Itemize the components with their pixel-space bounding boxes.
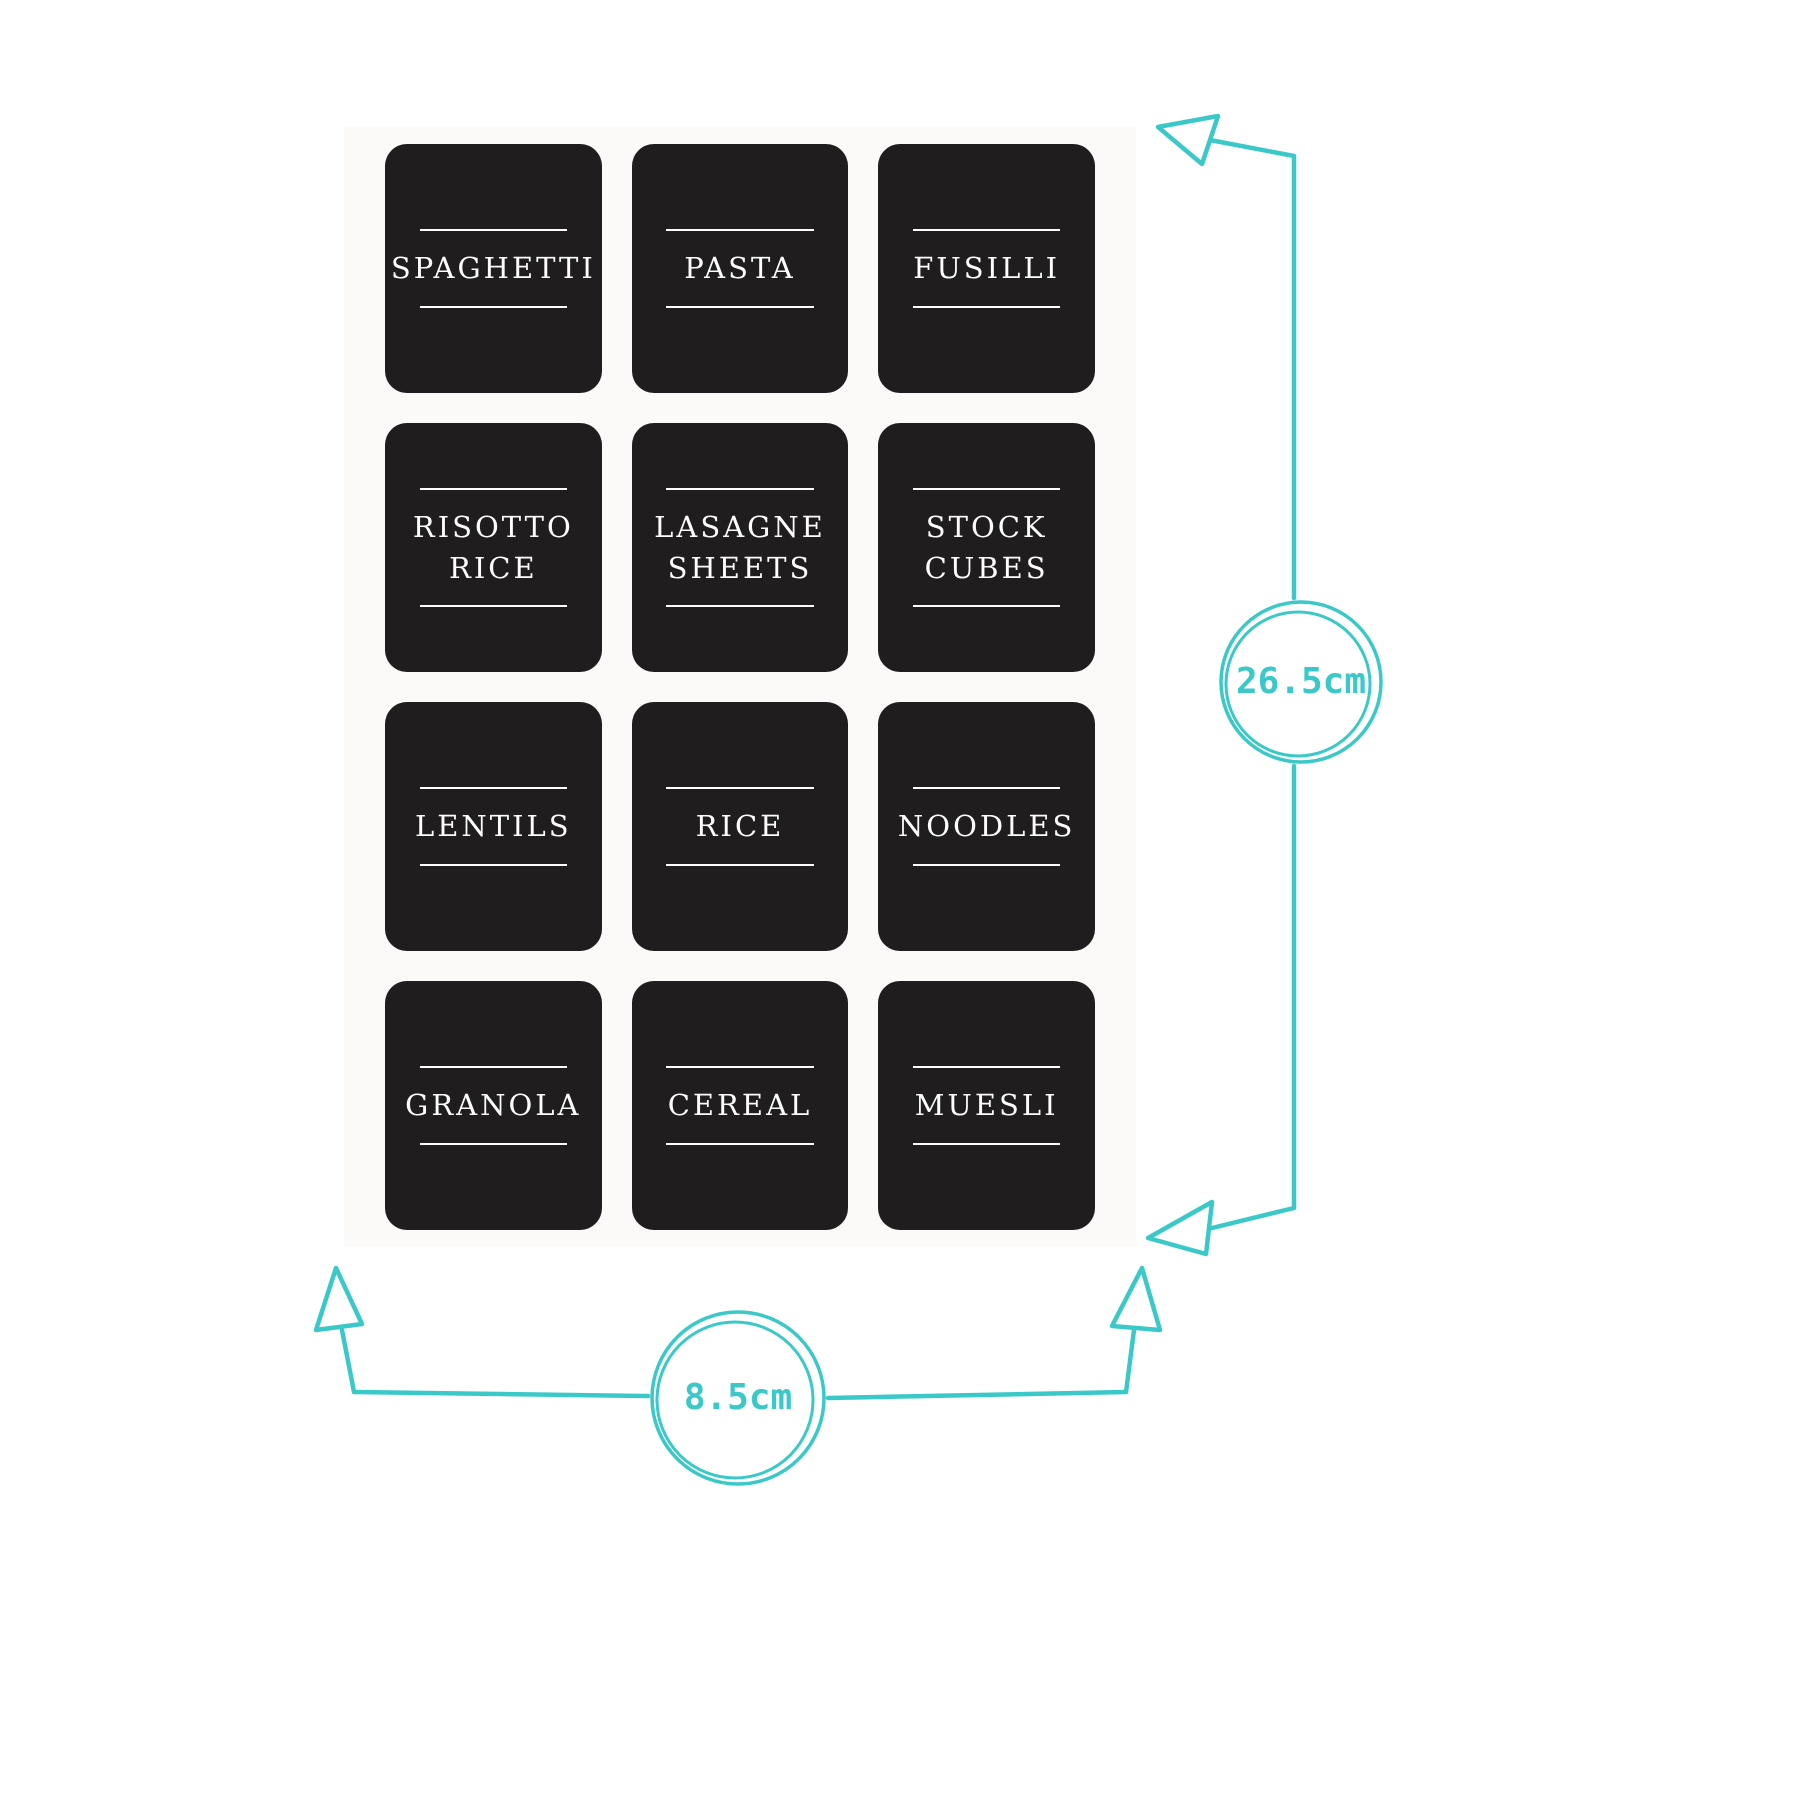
label-text: NOODLES xyxy=(897,809,1076,844)
height-dimension-value: 26.5cm xyxy=(1235,661,1367,702)
label-text: PASTA xyxy=(684,251,796,286)
divider-line-top xyxy=(666,229,814,232)
label-cereal: CEREAL xyxy=(631,981,849,1230)
dimension-line-horizontal-right xyxy=(825,1327,1137,1401)
divider-line-top xyxy=(666,487,814,490)
label-fusilli: FUSILLI xyxy=(878,144,1095,393)
divider-line-top xyxy=(913,229,1061,232)
dimension-line-vertical-bottom xyxy=(1209,763,1297,1231)
dimension-line-vertical-top xyxy=(1207,137,1297,601)
label-text: STOCK CUBES xyxy=(924,509,1049,585)
label-text: GRANOLA xyxy=(405,1088,582,1123)
label-granola: GRANOLA xyxy=(385,981,602,1230)
label-text: RISOTTO RICE xyxy=(412,509,574,585)
label-muesli: MUESLI xyxy=(878,981,1095,1230)
dimension-line-horizontal-left xyxy=(339,1327,651,1399)
divider-line-bottom xyxy=(419,1142,567,1145)
label-text: MUESLI xyxy=(914,1088,1059,1123)
label-text: SPAGHETTI xyxy=(390,251,596,286)
arrow-down-left-icon xyxy=(1145,1199,1215,1257)
label-lasagne-sheets: LASAGNE SHEETS xyxy=(631,423,849,672)
arrow-up-left-icon xyxy=(1155,113,1221,167)
divider-line-top xyxy=(913,787,1061,790)
arrow-up-icon-right xyxy=(1109,1265,1163,1333)
divider-line-bottom xyxy=(666,1142,814,1145)
divider-line-top xyxy=(666,1066,814,1069)
divider-line-bottom xyxy=(666,305,814,308)
label-text: FUSILLI xyxy=(913,251,1061,286)
divider-line-bottom xyxy=(419,305,567,308)
divider-line-bottom xyxy=(913,863,1061,866)
divider-line-top xyxy=(419,787,567,790)
label-text: LENTILS xyxy=(414,809,572,844)
label-spaghetti: SPAGHETTI xyxy=(385,144,602,393)
divider-line-top xyxy=(913,487,1061,490)
label-rice: RICE xyxy=(631,702,849,951)
divider-line-bottom xyxy=(419,605,567,608)
label-text: RICE xyxy=(695,809,785,844)
label-lentils: LENTILS xyxy=(385,702,602,951)
width-dimension-value: 8.5cm xyxy=(683,1377,793,1418)
divider-line-bottom xyxy=(913,605,1061,608)
divider-line-top xyxy=(419,487,567,490)
label-noodles: NOODLES xyxy=(878,702,1095,951)
arrow-up-icon-left xyxy=(313,1265,365,1333)
divider-line-bottom xyxy=(419,863,567,866)
label-risotto-rice: RISOTTO RICE xyxy=(385,423,602,672)
label-text: LASAGNE SHEETS xyxy=(654,509,826,585)
label-text: CEREAL xyxy=(667,1088,813,1123)
divider-line-bottom xyxy=(666,863,814,866)
label-pasta: PASTA xyxy=(631,144,849,393)
divider-line-bottom xyxy=(666,605,814,608)
divider-line-top xyxy=(666,787,814,790)
divider-line-top xyxy=(419,229,567,232)
label-stock-cubes: STOCK CUBES xyxy=(878,423,1095,672)
divider-line-bottom xyxy=(913,305,1061,308)
label-sheet: SPAGHETTI PASTA FUSILLI RISOTTO RICE LAS… xyxy=(345,128,1135,1246)
divider-line-top xyxy=(419,1066,567,1069)
divider-line-top xyxy=(913,1066,1061,1069)
divider-line-bottom xyxy=(913,1142,1061,1145)
